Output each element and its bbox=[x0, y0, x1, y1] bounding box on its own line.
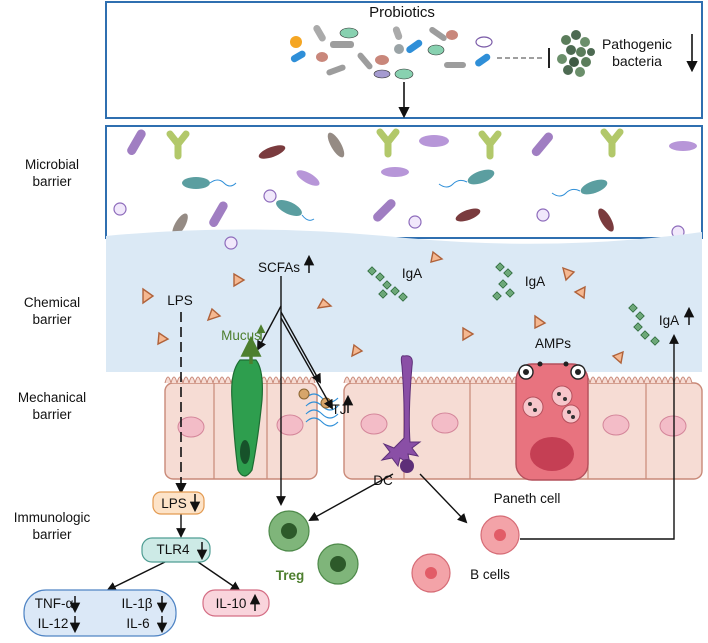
scfas-to-goblet-arrow bbox=[257, 305, 282, 351]
iga-molecules bbox=[367, 262, 660, 346]
dc-to-treg-arrow bbox=[308, 473, 394, 521]
treg-label: Treg bbox=[275, 568, 305, 583]
amps-label: AMPs bbox=[534, 336, 571, 351]
tlr4-box bbox=[141, 537, 211, 563]
goblet-cell-icon bbox=[231, 359, 263, 477]
il-1b-label: IL-1β bbox=[121, 596, 153, 611]
b-cells-label: B cells bbox=[470, 567, 510, 582]
paneth-cell-icon bbox=[515, 361, 589, 481]
dendritic-cell-icon bbox=[380, 355, 422, 473]
treg-cell-icons bbox=[268, 510, 359, 585]
dc-to-bcell-arrow bbox=[419, 473, 468, 524]
iga-label-1: IgA bbox=[401, 266, 423, 281]
probiotics-bacteria-icon bbox=[290, 24, 493, 80]
mechanical-barrier-label: Mechanical barrier bbox=[17, 390, 87, 422]
microbiota-icons bbox=[113, 128, 697, 239]
immunologic-barrier-label: Immunologic barrier bbox=[13, 510, 91, 542]
triangle-molecules bbox=[142, 250, 624, 365]
b-cell-icons bbox=[411, 515, 520, 593]
il-12-label: IL-12 bbox=[37, 616, 69, 631]
mucus-label: Mucus bbox=[221, 328, 261, 343]
chemical-barrier-label: Chemical barrier bbox=[23, 295, 81, 327]
il-6-label: IL-6 bbox=[126, 616, 150, 631]
proinflammatory-box bbox=[23, 589, 177, 637]
tlr4-to-proinflammatory-arrow bbox=[106, 561, 166, 591]
pathogenic-bacteria-label: Pathogenic bacteria bbox=[601, 36, 673, 69]
iga-label-3: IgA bbox=[658, 313, 680, 328]
scfas-to-tj-arrow-2 bbox=[280, 317, 333, 410]
dc-label: DC bbox=[373, 473, 393, 488]
tj-label: TJ bbox=[331, 402, 347, 417]
pathogenic-bacteria-icon bbox=[557, 30, 595, 77]
lps-box-label: LPS bbox=[161, 496, 187, 511]
lps-label: LPS bbox=[167, 293, 193, 308]
tnf-alpha-label: TNF-α bbox=[34, 596, 74, 611]
indicator-arrows bbox=[69, 254, 695, 634]
tlr4-to-il10-arrow bbox=[197, 561, 241, 592]
paneth-cell-label: Paneth cell bbox=[493, 491, 561, 506]
microbial-barrier-label: Microbial barrier bbox=[24, 157, 79, 189]
iga-label-2: IgA bbox=[524, 274, 546, 289]
tlr4-box-label: TLR4 bbox=[156, 542, 190, 557]
scfa-dot-1 bbox=[298, 388, 310, 400]
il-10-label: IL-10 bbox=[215, 596, 247, 611]
probiotics-title: Probiotics bbox=[369, 4, 435, 21]
scfas-label: SCFAs bbox=[257, 260, 300, 275]
bcell-to-iga-arrow bbox=[520, 334, 679, 540]
scfas-to-tj-arrow-1 bbox=[280, 311, 321, 384]
